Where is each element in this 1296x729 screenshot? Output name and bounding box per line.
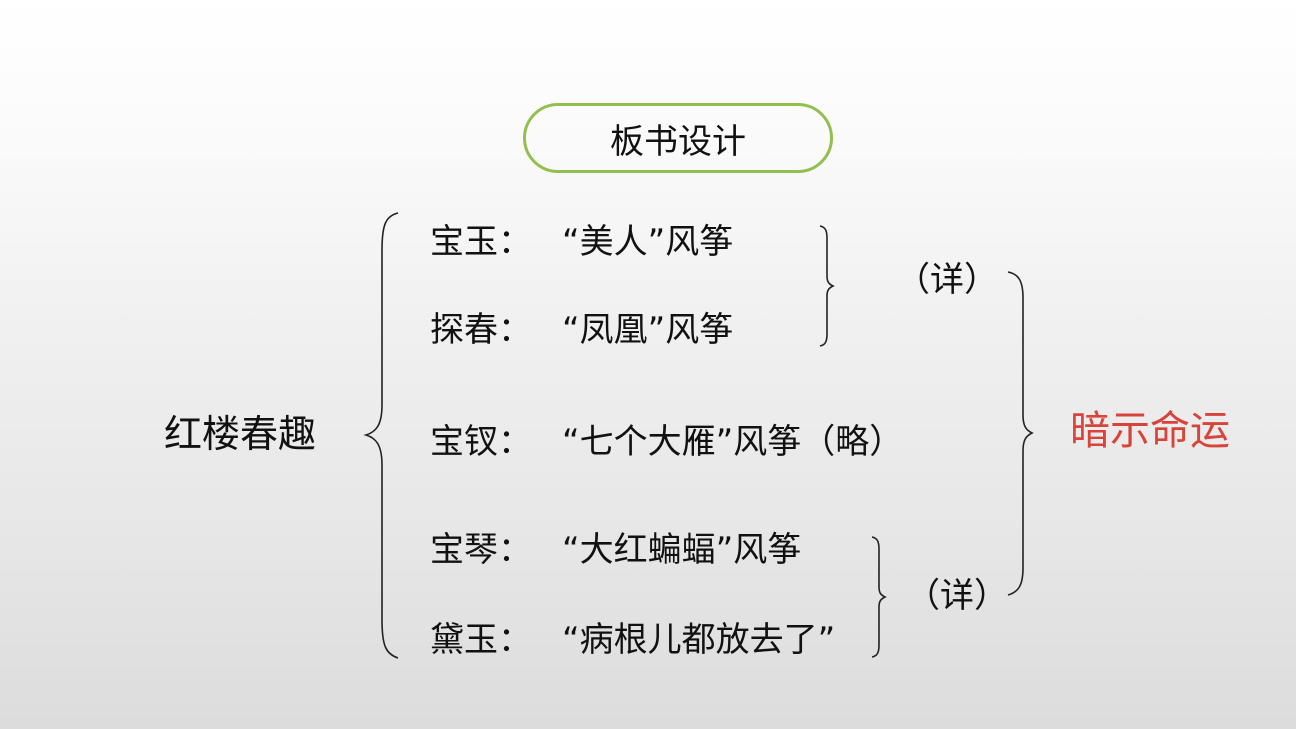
row-daiyu-kite: “病根儿都放去了”	[562, 620, 836, 660]
title-box: 板书设计	[523, 103, 833, 173]
row-baoyu-name: 宝玉：	[430, 222, 532, 262]
right-brace-large-icon	[1007, 271, 1034, 596]
note-detailed-1: （详）	[896, 260, 998, 300]
right-brace-small-2-icon	[871, 536, 887, 658]
topic-label: 红楼春趣	[164, 412, 317, 456]
row-baoqin-kite: “大红蝙蝠”风筝	[562, 530, 802, 570]
note-detailed-2: （详）	[906, 576, 1008, 616]
right-brace-small-1-icon	[819, 225, 835, 347]
left-brace-icon	[363, 212, 399, 659]
row-tanchun-name: 探春：	[430, 310, 532, 350]
conclusion-text: 暗示命运	[1070, 408, 1230, 454]
row-daiyu-name: 黛玉：	[430, 620, 532, 660]
row-baoqin-name: 宝琴：	[430, 530, 532, 570]
row-baochai-name: 宝钗：	[430, 422, 532, 462]
row-baochai-kite: “七个大雁”风筝（略）	[562, 422, 904, 462]
row-baoyu-kite: “美人”风筝	[562, 222, 734, 262]
row-tanchun-kite: “凤凰”风筝	[562, 310, 734, 350]
page-title: 板书设计	[610, 121, 746, 162]
